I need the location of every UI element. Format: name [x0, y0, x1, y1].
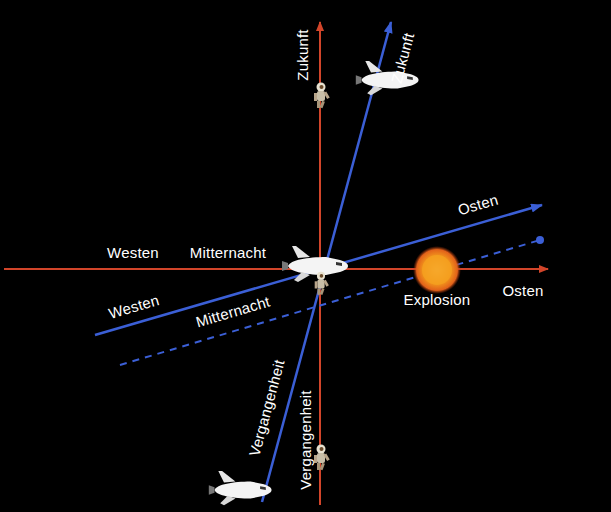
- shuttle: [282, 246, 348, 282]
- axis-label: Mitternacht: [190, 245, 266, 261]
- astronaut: [314, 445, 330, 471]
- axis-label: Osten: [502, 283, 543, 299]
- line-dot: [536, 236, 544, 244]
- explosion-core: [422, 255, 452, 285]
- axis-label: Zukunft: [295, 29, 311, 80]
- shuttle: [209, 471, 272, 505]
- event-label: Explosion: [404, 292, 471, 308]
- space-axis: [4, 268, 548, 270]
- moving-space-axis: [95, 205, 542, 335]
- astronaut: [315, 272, 329, 295]
- axis-label: Osten: [456, 192, 500, 219]
- explosion-glow: [413, 246, 461, 294]
- astronaut: [314, 83, 330, 109]
- simultaneity-line: [120, 240, 540, 365]
- axis-label: Mitternacht: [194, 294, 272, 331]
- axis-label: Vergangenheit: [246, 358, 287, 458]
- axis-label: Westen: [107, 245, 159, 261]
- axis-label: Vergangenheit: [298, 390, 314, 489]
